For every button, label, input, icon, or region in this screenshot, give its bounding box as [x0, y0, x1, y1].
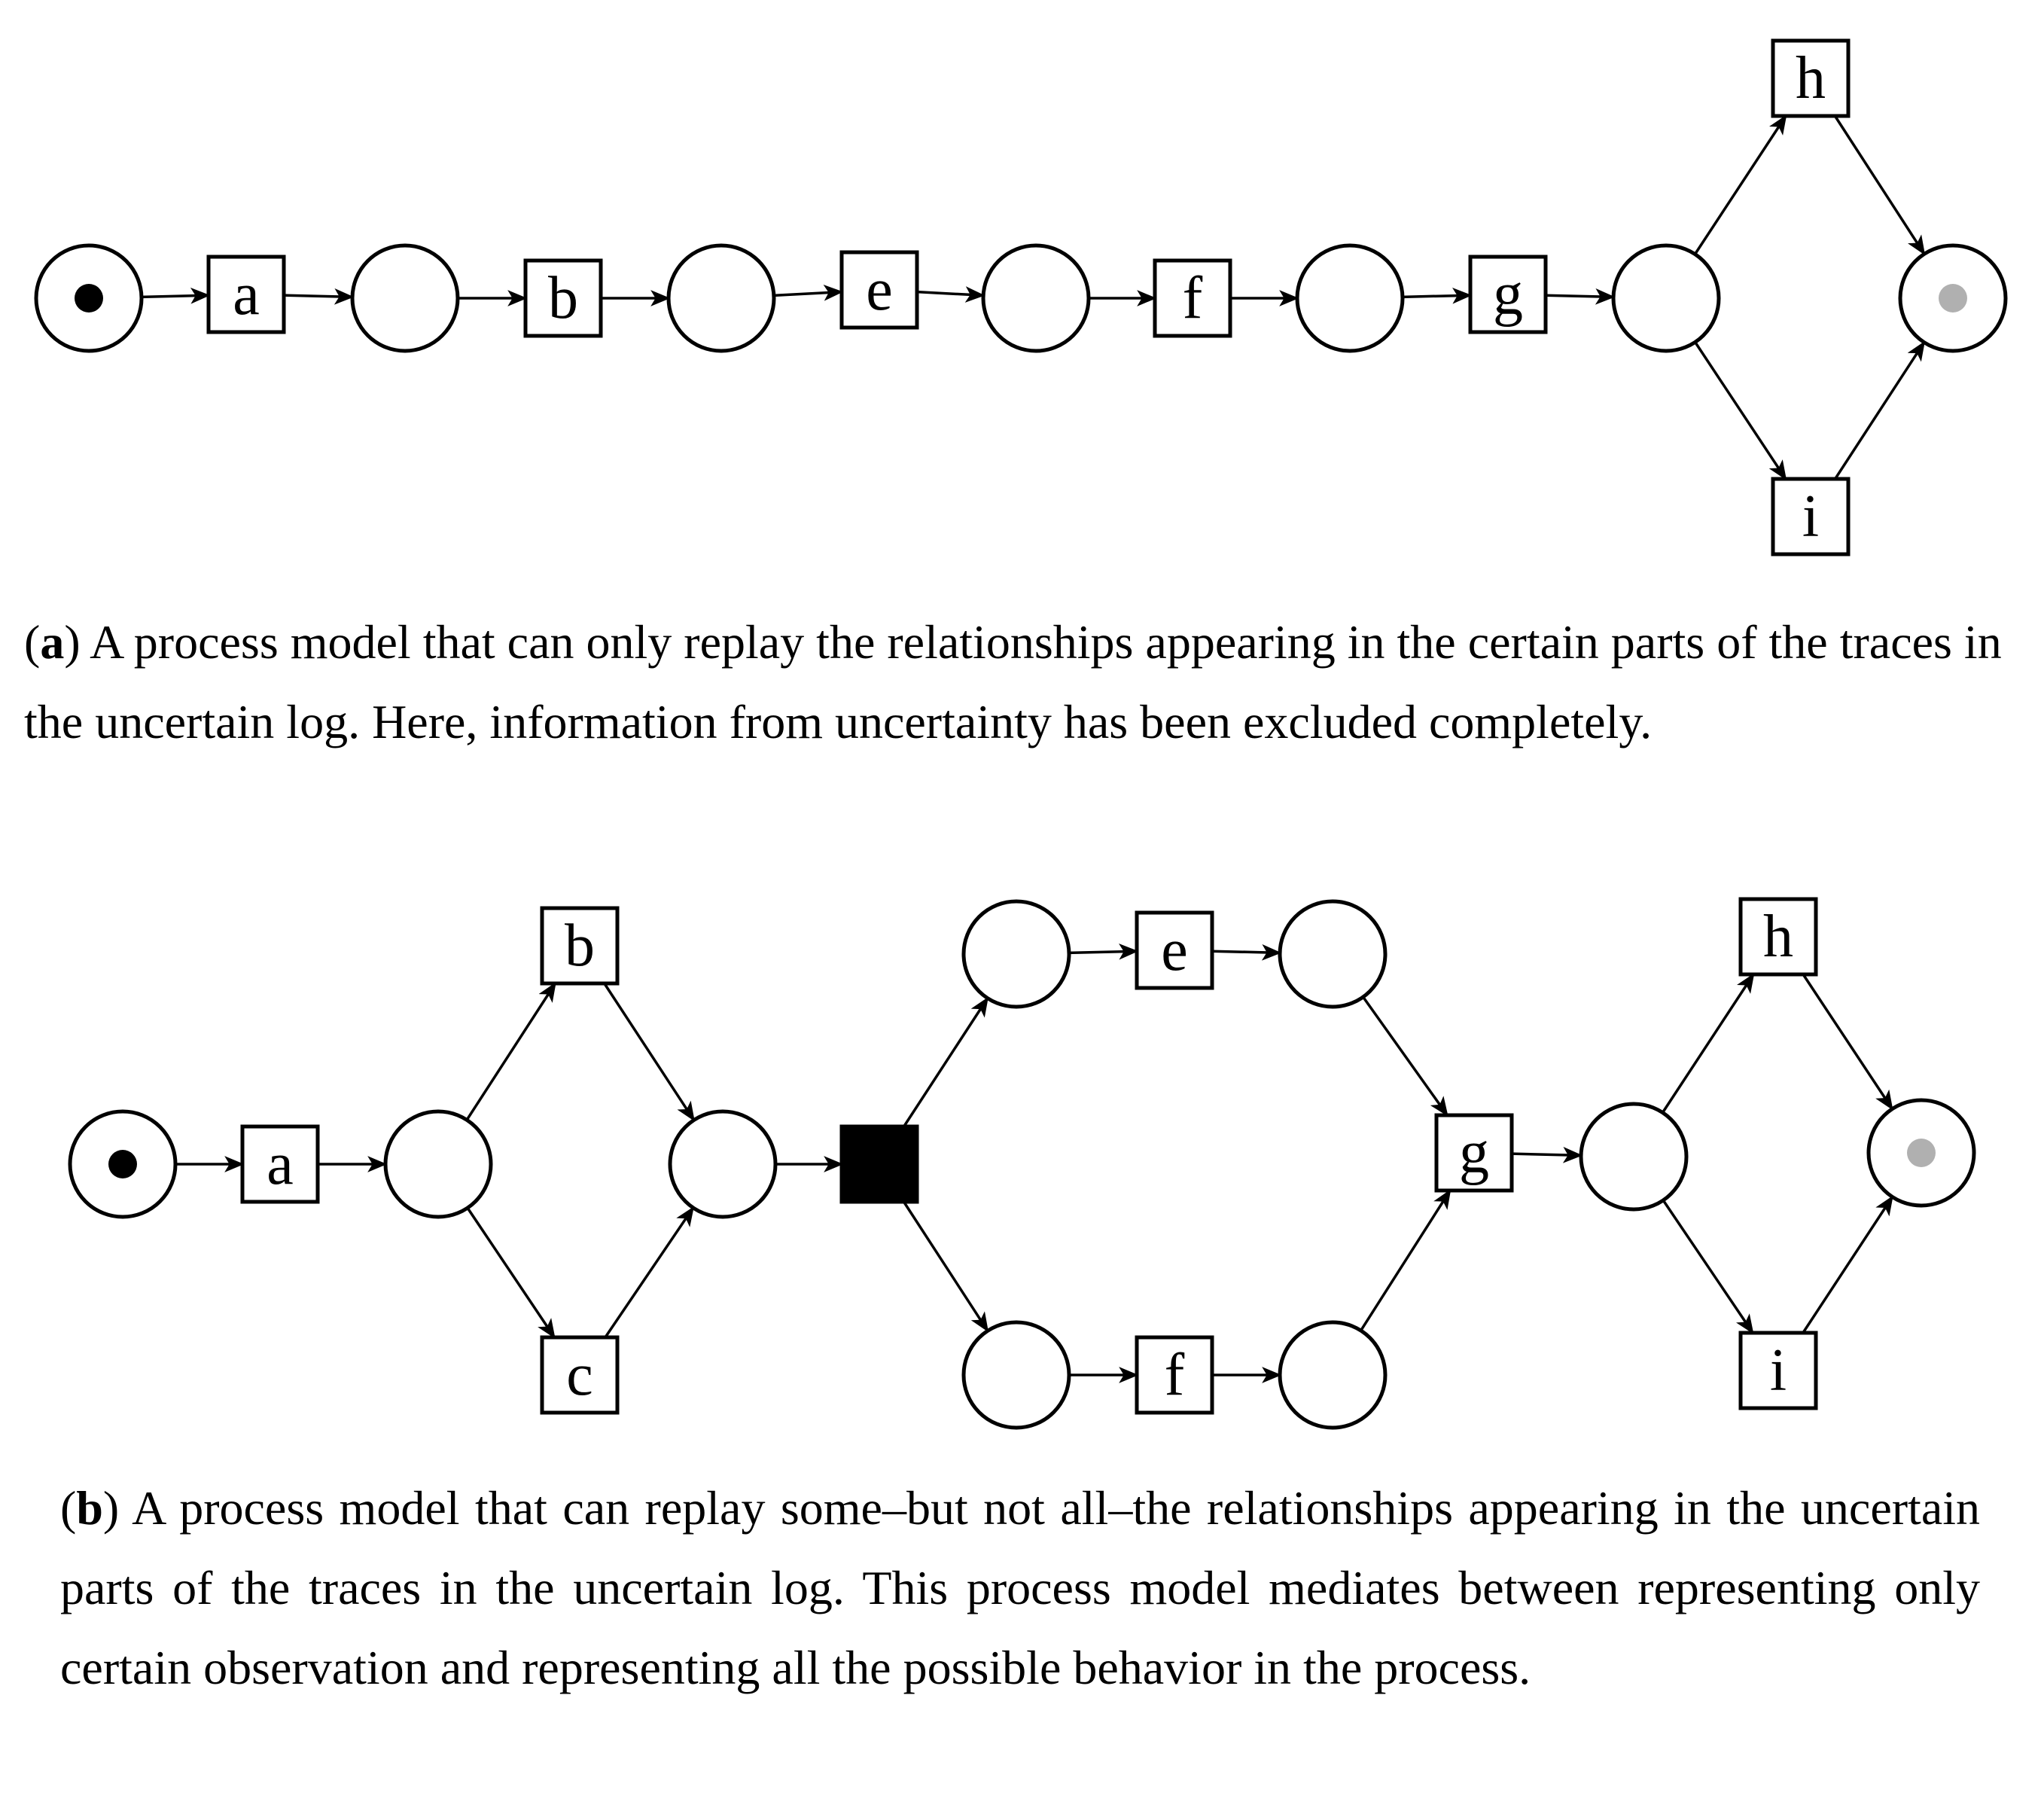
arc-q1-c	[466, 1207, 556, 1339]
silent-transition	[839, 1124, 919, 1204]
transition-label-f: f	[1165, 1342, 1185, 1408]
transition-b	[540, 906, 620, 986]
place-q5	[961, 1320, 1071, 1430]
arc-a-p1	[283, 288, 355, 305]
transition-label-b: b	[565, 913, 595, 979]
arc-e-q4	[1211, 944, 1282, 961]
place-q7	[1579, 1102, 1689, 1212]
place-p2	[666, 243, 776, 353]
arc-p5-h	[1693, 114, 1787, 255]
transition-label-b: b	[548, 265, 578, 331]
transition-label-g: g	[1493, 261, 1523, 328]
arc-g-p5	[1545, 288, 1616, 305]
transition-label-a: a	[267, 1131, 294, 1197]
arc-tau-q5	[903, 1201, 989, 1333]
transition-label-a: a	[233, 261, 260, 328]
place-q1	[383, 1109, 493, 1219]
transition-c	[540, 1335, 620, 1415]
transition-label-i: i	[1770, 1337, 1787, 1404]
caption-a-text: A process model that can only replay the…	[24, 615, 2002, 748]
arc-q7-i	[1662, 1200, 1754, 1334]
initial-token	[75, 284, 103, 312]
arc-g-q7	[1511, 1146, 1583, 1163]
transition-label-e: e	[866, 257, 893, 323]
transition-label-h: h	[1796, 45, 1826, 111]
place-q2	[668, 1109, 778, 1219]
final-token	[1939, 284, 1967, 312]
caption-b: (b) A process model that can replay some…	[60, 1481, 1981, 1694]
caption-b-tag: b	[76, 1481, 103, 1535]
arc-e-p3	[916, 286, 985, 303]
transition-g	[1434, 1113, 1514, 1193]
initial-token	[108, 1150, 137, 1178]
transition-label-h: h	[1763, 904, 1793, 970]
petri-net-b: a b c e f g h i	[68, 897, 1976, 1430]
final-token	[1907, 1139, 1936, 1167]
arc-h-q8	[1802, 974, 1893, 1111]
transition-label-i: i	[1802, 483, 1819, 550]
arc-q3-e	[1068, 943, 1139, 960]
petri-net-a: a b e f g h i	[34, 38, 2008, 556]
place-q6	[1278, 1320, 1388, 1430]
transition-label-f: f	[1183, 265, 1203, 331]
arc-p2-e	[773, 285, 844, 301]
arc-h-p6	[1833, 115, 1926, 256]
transition-label-g: g	[1459, 1120, 1489, 1186]
caption-b-text: A process model that can replay some–but…	[60, 1481, 1981, 1694]
place-p1	[350, 243, 460, 353]
caption-a-tag: a	[40, 615, 65, 669]
transition-a	[206, 255, 286, 334]
transition-a	[240, 1124, 320, 1204]
transition-label-e: e	[1161, 917, 1188, 983]
arc-p4-g	[1402, 287, 1473, 304]
arc-q1-b	[465, 982, 557, 1121]
caption-a: (a) A process model that can only replay…	[24, 615, 2002, 748]
transition-i	[1771, 477, 1851, 556]
transition-e	[1135, 910, 1214, 990]
place-p3	[981, 243, 1091, 353]
arc-i-p6	[1834, 340, 1926, 480]
arc-tau-q3	[903, 996, 989, 1127]
transition-label-c: c	[566, 1342, 593, 1408]
arc-i-q8	[1802, 1195, 1894, 1334]
place-p5	[1611, 243, 1721, 353]
place-q3	[961, 899, 1071, 1009]
arc-b-q2	[603, 983, 696, 1122]
petri-net-diagrams: a b e f g h i a b c e f g h i	[34, 38, 2008, 1430]
arc-p5-i	[1694, 341, 1787, 480]
arc-p0-a	[141, 287, 211, 304]
transition-h	[1738, 897, 1818, 977]
place-q4	[1278, 899, 1388, 1009]
arc-q7-h	[1661, 973, 1755, 1114]
arc-q6-g	[1360, 1189, 1452, 1331]
arc-q4-g	[1362, 996, 1448, 1117]
transition-f	[1135, 1335, 1214, 1415]
transition-h	[1771, 38, 1851, 118]
place-p4	[1295, 243, 1405, 353]
arc-c-q2	[604, 1206, 695, 1338]
transition-i	[1738, 1331, 1818, 1410]
